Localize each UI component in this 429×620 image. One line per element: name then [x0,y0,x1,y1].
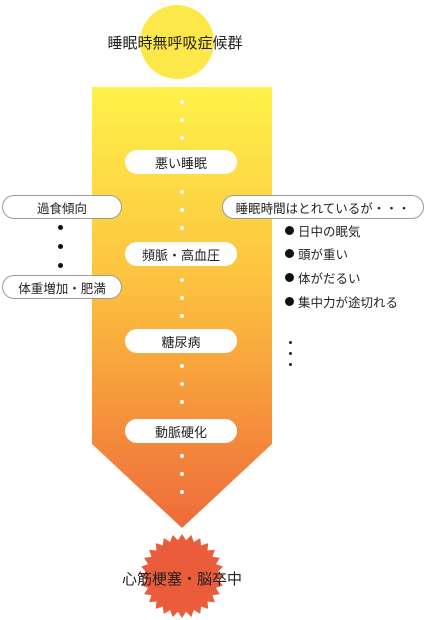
left-label-weight-gain: 体重増加・肥満 [2,275,122,299]
stage-diabetes: 糖尿病 [125,329,237,353]
connector-dot [180,454,184,458]
bottom-title: 心筋梗塞・脳卒中 [121,570,242,588]
right-callout: 睡眠時間はとれているが・・・ [222,195,424,219]
bullet-icon [285,273,294,282]
symptom-item: 体がだるい [285,268,361,287]
symptom-label: 日中の眠気 [298,224,361,239]
top-title: 睡眠時無呼吸症候群 [107,34,243,52]
left-label-overeating: 過食傾向 [2,195,122,219]
connector-dot [180,314,184,318]
connector-dot [180,472,184,476]
bullet-icon [285,226,294,235]
stage-bad-sleep: 悪い睡眠 [125,150,237,174]
left-dot [58,244,63,249]
connector-dot [180,278,184,282]
left-dot [58,225,63,230]
connector-dot [180,364,184,368]
connector-dot [180,100,184,104]
connector-dot [180,296,184,300]
symptom-label: 体がだるい [298,271,361,286]
continuation-dot [289,363,292,366]
connector-dot [180,208,184,212]
connector-dot [180,118,184,122]
connector-dot [180,490,184,494]
connector-dot [180,136,184,140]
continuation-dot [289,341,292,344]
stage-arteriosclerosis: 動脈硬化 [125,419,237,443]
bullet-icon [285,249,294,258]
connector-dot [180,226,184,230]
symptom-item: 集中力が途切れる [285,292,398,311]
left-dot [58,263,63,268]
burst-icon [140,534,224,618]
bullet-icon [285,297,294,306]
connector-dot [180,382,184,386]
continuation-dot [289,352,292,355]
symptom-item: 頭が重い [285,244,348,263]
connector-dot [180,400,184,404]
stage-tachycardia-hypertension: 頻脈・高血圧 [125,242,237,266]
sun-circle [140,5,214,79]
symptom-label: 集中力が途切れる [298,295,399,310]
connector-dot [180,190,184,194]
symptom-item: 日中の眠気 [285,221,361,240]
symptom-label: 頭が重い [298,247,349,262]
